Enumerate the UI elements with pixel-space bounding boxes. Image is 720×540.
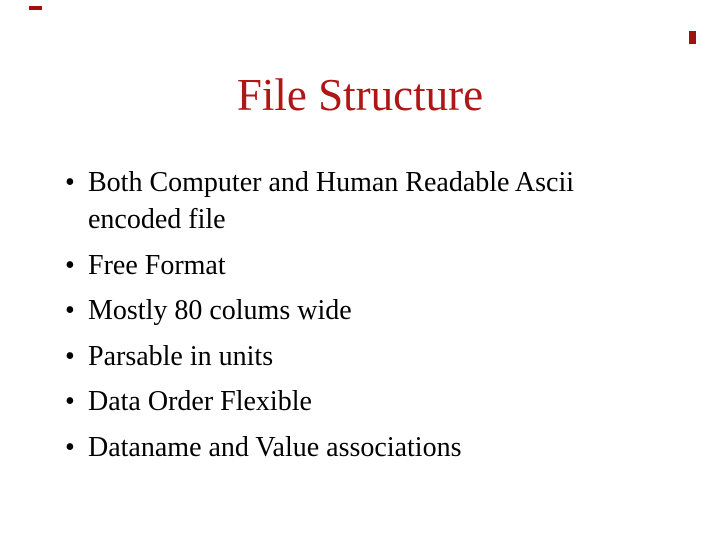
bullet-item: • Dataname and Value associations <box>63 429 673 466</box>
bullet-dot-icon: • <box>65 431 75 463</box>
bullet-dot-icon: • <box>65 340 75 372</box>
bullet-dot-icon: • <box>65 295 75 326</box>
corner-mark-top-left-icon <box>29 6 42 10</box>
bullet-dot-icon: • <box>65 386 75 417</box>
bullet-text: Data Order Flexible <box>88 386 312 417</box>
bullet-item: • Data Order Flexible <box>63 383 673 420</box>
bullet-list: • Both Computer and Human Readable Ascii… <box>63 164 673 474</box>
bullet-text: Mostly 80 colums wide <box>88 295 352 326</box>
bullet-item: • Free Format <box>63 247 673 284</box>
corner-mark-top-right-icon <box>689 31 696 44</box>
bullet-item: • Mostly 80 colums wide <box>63 292 673 329</box>
bullet-item: • Parsable in units <box>63 338 673 375</box>
bullet-text: Free Format <box>88 249 226 281</box>
bullet-text: Both Computer and Human Readable Ascii e… <box>88 167 575 235</box>
bullet-text: Parsable in units <box>88 340 274 372</box>
bullet-dot-icon: • <box>65 167 75 198</box>
slide-title: File Structure <box>236 70 484 120</box>
bullet-text: Dataname and Value associations <box>88 431 462 463</box>
bullet-item: • Both Computer and Human Readable Ascii… <box>63 164 673 238</box>
bullet-dot-icon: • <box>65 249 75 281</box>
